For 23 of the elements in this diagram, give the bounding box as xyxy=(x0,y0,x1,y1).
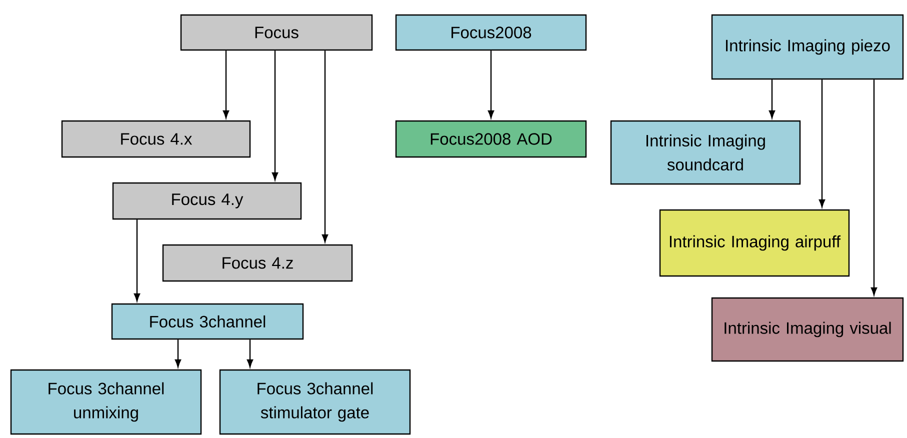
process-box: Focus 3channel xyxy=(111,303,304,340)
arrow xyxy=(322,50,328,242)
process-box: Focus 3channel stimulator gate xyxy=(219,369,411,435)
arrow xyxy=(222,50,230,118)
process-box: Focus 4.x xyxy=(61,120,251,158)
arrow xyxy=(174,340,182,368)
process-box: Focus 3channel unmixing xyxy=(10,369,202,435)
process-box: Focus2008 xyxy=(395,14,587,51)
process-box: Focus xyxy=(180,14,373,51)
arrow xyxy=(134,220,140,302)
arrow xyxy=(818,80,826,208)
process-box: Intrinsic Imaging soundcard xyxy=(610,120,801,185)
process-box: Focus2008 AOD xyxy=(395,120,587,158)
arrow xyxy=(768,80,776,118)
arrow xyxy=(272,50,278,180)
arrow xyxy=(246,340,254,368)
process-box: Intrinsic Imaging visual xyxy=(711,297,904,362)
arrow xyxy=(870,80,878,296)
process-box: Intrinsic Imaging piezo xyxy=(711,14,904,80)
arrow xyxy=(488,50,494,118)
process-box: Focus 4.y xyxy=(112,182,302,220)
process-box: Intrinsic Imaging airpuff xyxy=(659,209,850,277)
process-box: Focus 4.z xyxy=(162,244,353,282)
